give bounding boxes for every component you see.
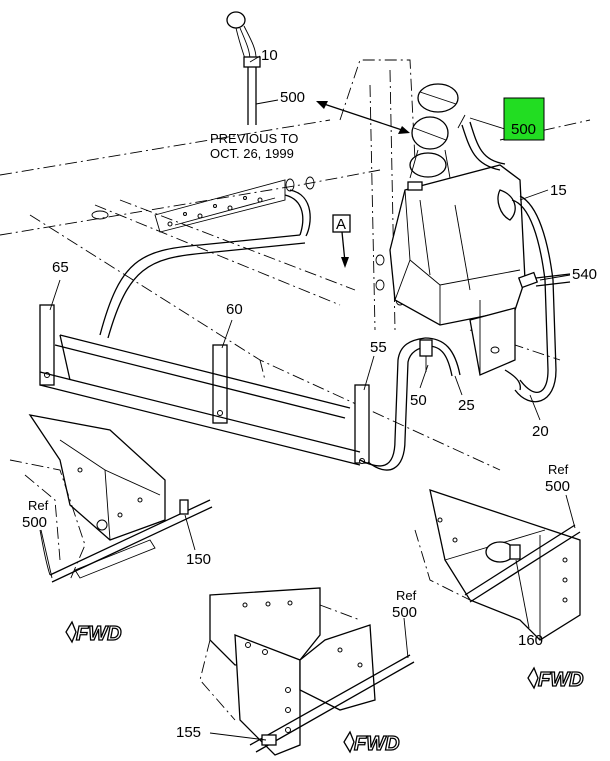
ref-left-number: 500 <box>22 514 47 531</box>
callout-60: 60 <box>226 301 243 318</box>
callout-10: 10 <box>261 47 278 64</box>
detail-right <box>414 489 581 641</box>
leader-lines <box>40 55 576 741</box>
bracket-65 <box>39 304 55 386</box>
ref-right-word: Ref <box>548 462 569 477</box>
callout-500-highlight[interactable]: 500 <box>511 121 536 138</box>
callout-160: 160 <box>518 632 543 649</box>
callout-155: 155 <box>176 724 201 741</box>
reservoir-tank <box>389 164 526 376</box>
ref-bottom-word: Ref <box>396 588 417 603</box>
hose-20-540 <box>504 195 571 403</box>
harness-connector <box>226 11 261 125</box>
callout-15: 15 <box>550 182 567 199</box>
svg-text:FWD: FWD <box>538 669 584 691</box>
note-line-1: PREVIOUS TO <box>210 131 298 146</box>
detail-left <box>9 414 213 583</box>
bracket-60 <box>212 344 228 424</box>
note-line-2: OCT. 26, 1999 <box>210 146 294 161</box>
frame-bracket-plate <box>154 179 286 233</box>
bracket-55 <box>354 384 370 464</box>
callout-540: 540 <box>572 266 597 283</box>
ref-bottom-number: 500 <box>392 604 417 621</box>
highlight-box-500[interactable] <box>503 97 545 141</box>
side-tube <box>284 194 304 236</box>
svg-text:FWD: FWD <box>354 733 400 755</box>
fwd-indicator-left: FWD <box>65 620 122 646</box>
fwd-indicator-right: FWD <box>527 666 584 692</box>
callout-65: 65 <box>52 259 69 276</box>
ref-left-word: Ref <box>28 498 49 513</box>
view-a-letter: A <box>336 216 346 233</box>
callout-25: 25 <box>458 397 475 414</box>
crossmember-tube <box>39 234 429 471</box>
detail-bottom <box>199 587 415 756</box>
callout-500-top: 500 <box>280 89 305 106</box>
fwd-indicator-bottom: FWD <box>343 730 400 756</box>
svg-text:FWD: FWD <box>76 623 122 645</box>
frame-rail <box>0 59 591 471</box>
ref-right-number: 500 <box>545 478 570 495</box>
reference-arrow <box>316 101 410 134</box>
callout-20: 20 <box>532 423 549 440</box>
hose-25 <box>419 337 461 377</box>
view-a-marker: A <box>332 214 351 268</box>
hose-500 <box>457 114 506 171</box>
callout-50: 50 <box>410 392 427 409</box>
reservoir-caps <box>409 83 459 179</box>
callout-150: 150 <box>186 551 211 568</box>
callout-55: 55 <box>370 339 387 356</box>
